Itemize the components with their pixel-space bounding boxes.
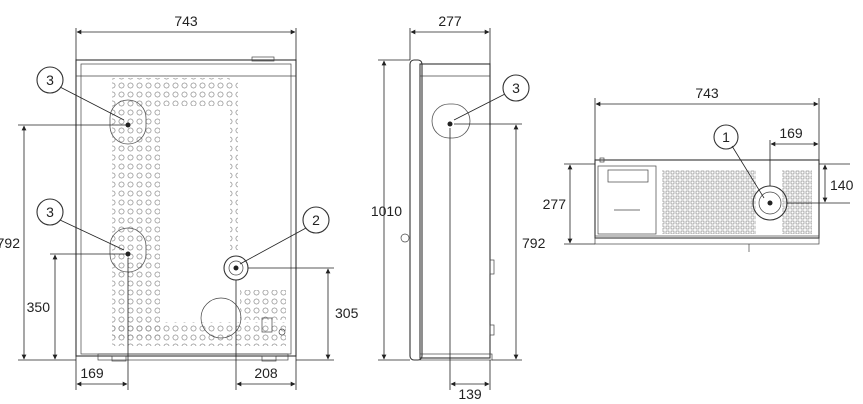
callout-bubble-back-outlet bbox=[302, 206, 330, 234]
back-view-vent-bottom bbox=[112, 322, 286, 346]
callout-label-back-outlet: 2 bbox=[312, 212, 320, 228]
side-view-knob bbox=[400, 233, 410, 243]
side-view: 277 1010 792 139 3 bbox=[371, 13, 546, 402]
top-view-flue-inner bbox=[758, 191, 782, 215]
side-view-back-bracket bbox=[489, 324, 495, 336]
top-view-front-rail bbox=[594, 235, 820, 245]
side-inlet-offset-label: 139 bbox=[458, 386, 482, 402]
callout-bubble-top bbox=[713, 124, 739, 150]
side-depth-label: 277 bbox=[438, 13, 462, 29]
callout-leader-back-upper bbox=[59, 86, 125, 121]
back-view-outlet-center bbox=[233, 265, 239, 271]
back-view-vent-lower-right bbox=[240, 290, 286, 320]
callout-bubble-back-lower bbox=[36, 198, 64, 226]
top-view-display bbox=[607, 169, 649, 183]
top-view-hinge bbox=[599, 157, 605, 163]
back-view-base bbox=[97, 353, 289, 361]
callout-leader-back-lower bbox=[59, 219, 125, 251]
top-view-control-panel bbox=[597, 165, 657, 235]
callout-leader-top bbox=[731, 145, 765, 199]
callout-bubble-back-upper bbox=[36, 66, 64, 94]
back-inlet-height-label: 350 bbox=[27, 299, 51, 315]
callout-label-back-upper: 3 bbox=[46, 72, 54, 88]
side-view-inlet bbox=[431, 103, 471, 139]
back-view: 743 792 350 169 305 208 3 3 2 bbox=[0, 13, 359, 390]
top-view-flue-center bbox=[767, 200, 773, 206]
back-view-outlet-inner bbox=[228, 260, 244, 276]
top-width-label: 743 bbox=[695, 85, 719, 101]
back-view-power-socket bbox=[261, 317, 273, 333]
back-view-foot-right bbox=[261, 355, 277, 362]
back-view-fuse bbox=[278, 328, 286, 336]
side-view-base bbox=[419, 353, 493, 361]
back-height-label: 792 bbox=[0, 235, 20, 251]
side-inlet-height-label: 792 bbox=[522, 235, 546, 251]
back-view-top-handle bbox=[251, 56, 275, 62]
side-height-label: 1010 bbox=[371, 203, 402, 219]
back-view-outline bbox=[75, 59, 297, 357]
callout-bubble-side bbox=[502, 74, 530, 102]
back-view-vent-upper-mid bbox=[160, 78, 230, 106]
back-view-fan-grille bbox=[200, 297, 242, 339]
callout-leader-back-outlet bbox=[239, 227, 307, 265]
back-outlet-offset-label: 208 bbox=[254, 365, 278, 381]
side-view-back-connector bbox=[489, 259, 495, 275]
callout-label-top: 1 bbox=[722, 129, 730, 145]
back-outlet-height-label: 305 bbox=[335, 305, 359, 321]
side-view-body bbox=[419, 63, 491, 359]
top-view: 743 169 277 140 1 bbox=[543, 85, 854, 252]
side-view-front-panel bbox=[409, 59, 423, 361]
back-view-foot-left bbox=[111, 355, 127, 362]
top-flue-depth-label: 140 bbox=[830, 177, 854, 193]
back-width-label: 743 bbox=[174, 13, 198, 29]
top-view-outline bbox=[594, 159, 820, 239]
back-left-offset-label: 169 bbox=[80, 365, 104, 381]
callout-label-back-lower: 3 bbox=[46, 204, 54, 220]
back-view-vent-upper-left bbox=[112, 78, 160, 338]
callout-leader-side bbox=[453, 93, 506, 121]
side-view-inlet-center bbox=[447, 121, 453, 127]
back-view-vent-right-strip bbox=[230, 82, 238, 250]
top-flue-offset-label: 169 bbox=[779, 125, 803, 141]
callout-label-side: 3 bbox=[512, 80, 520, 96]
top-depth-label: 277 bbox=[543, 196, 567, 212]
back-view-upper-inlet bbox=[109, 99, 147, 145]
top-view-grille-main bbox=[662, 170, 756, 234]
